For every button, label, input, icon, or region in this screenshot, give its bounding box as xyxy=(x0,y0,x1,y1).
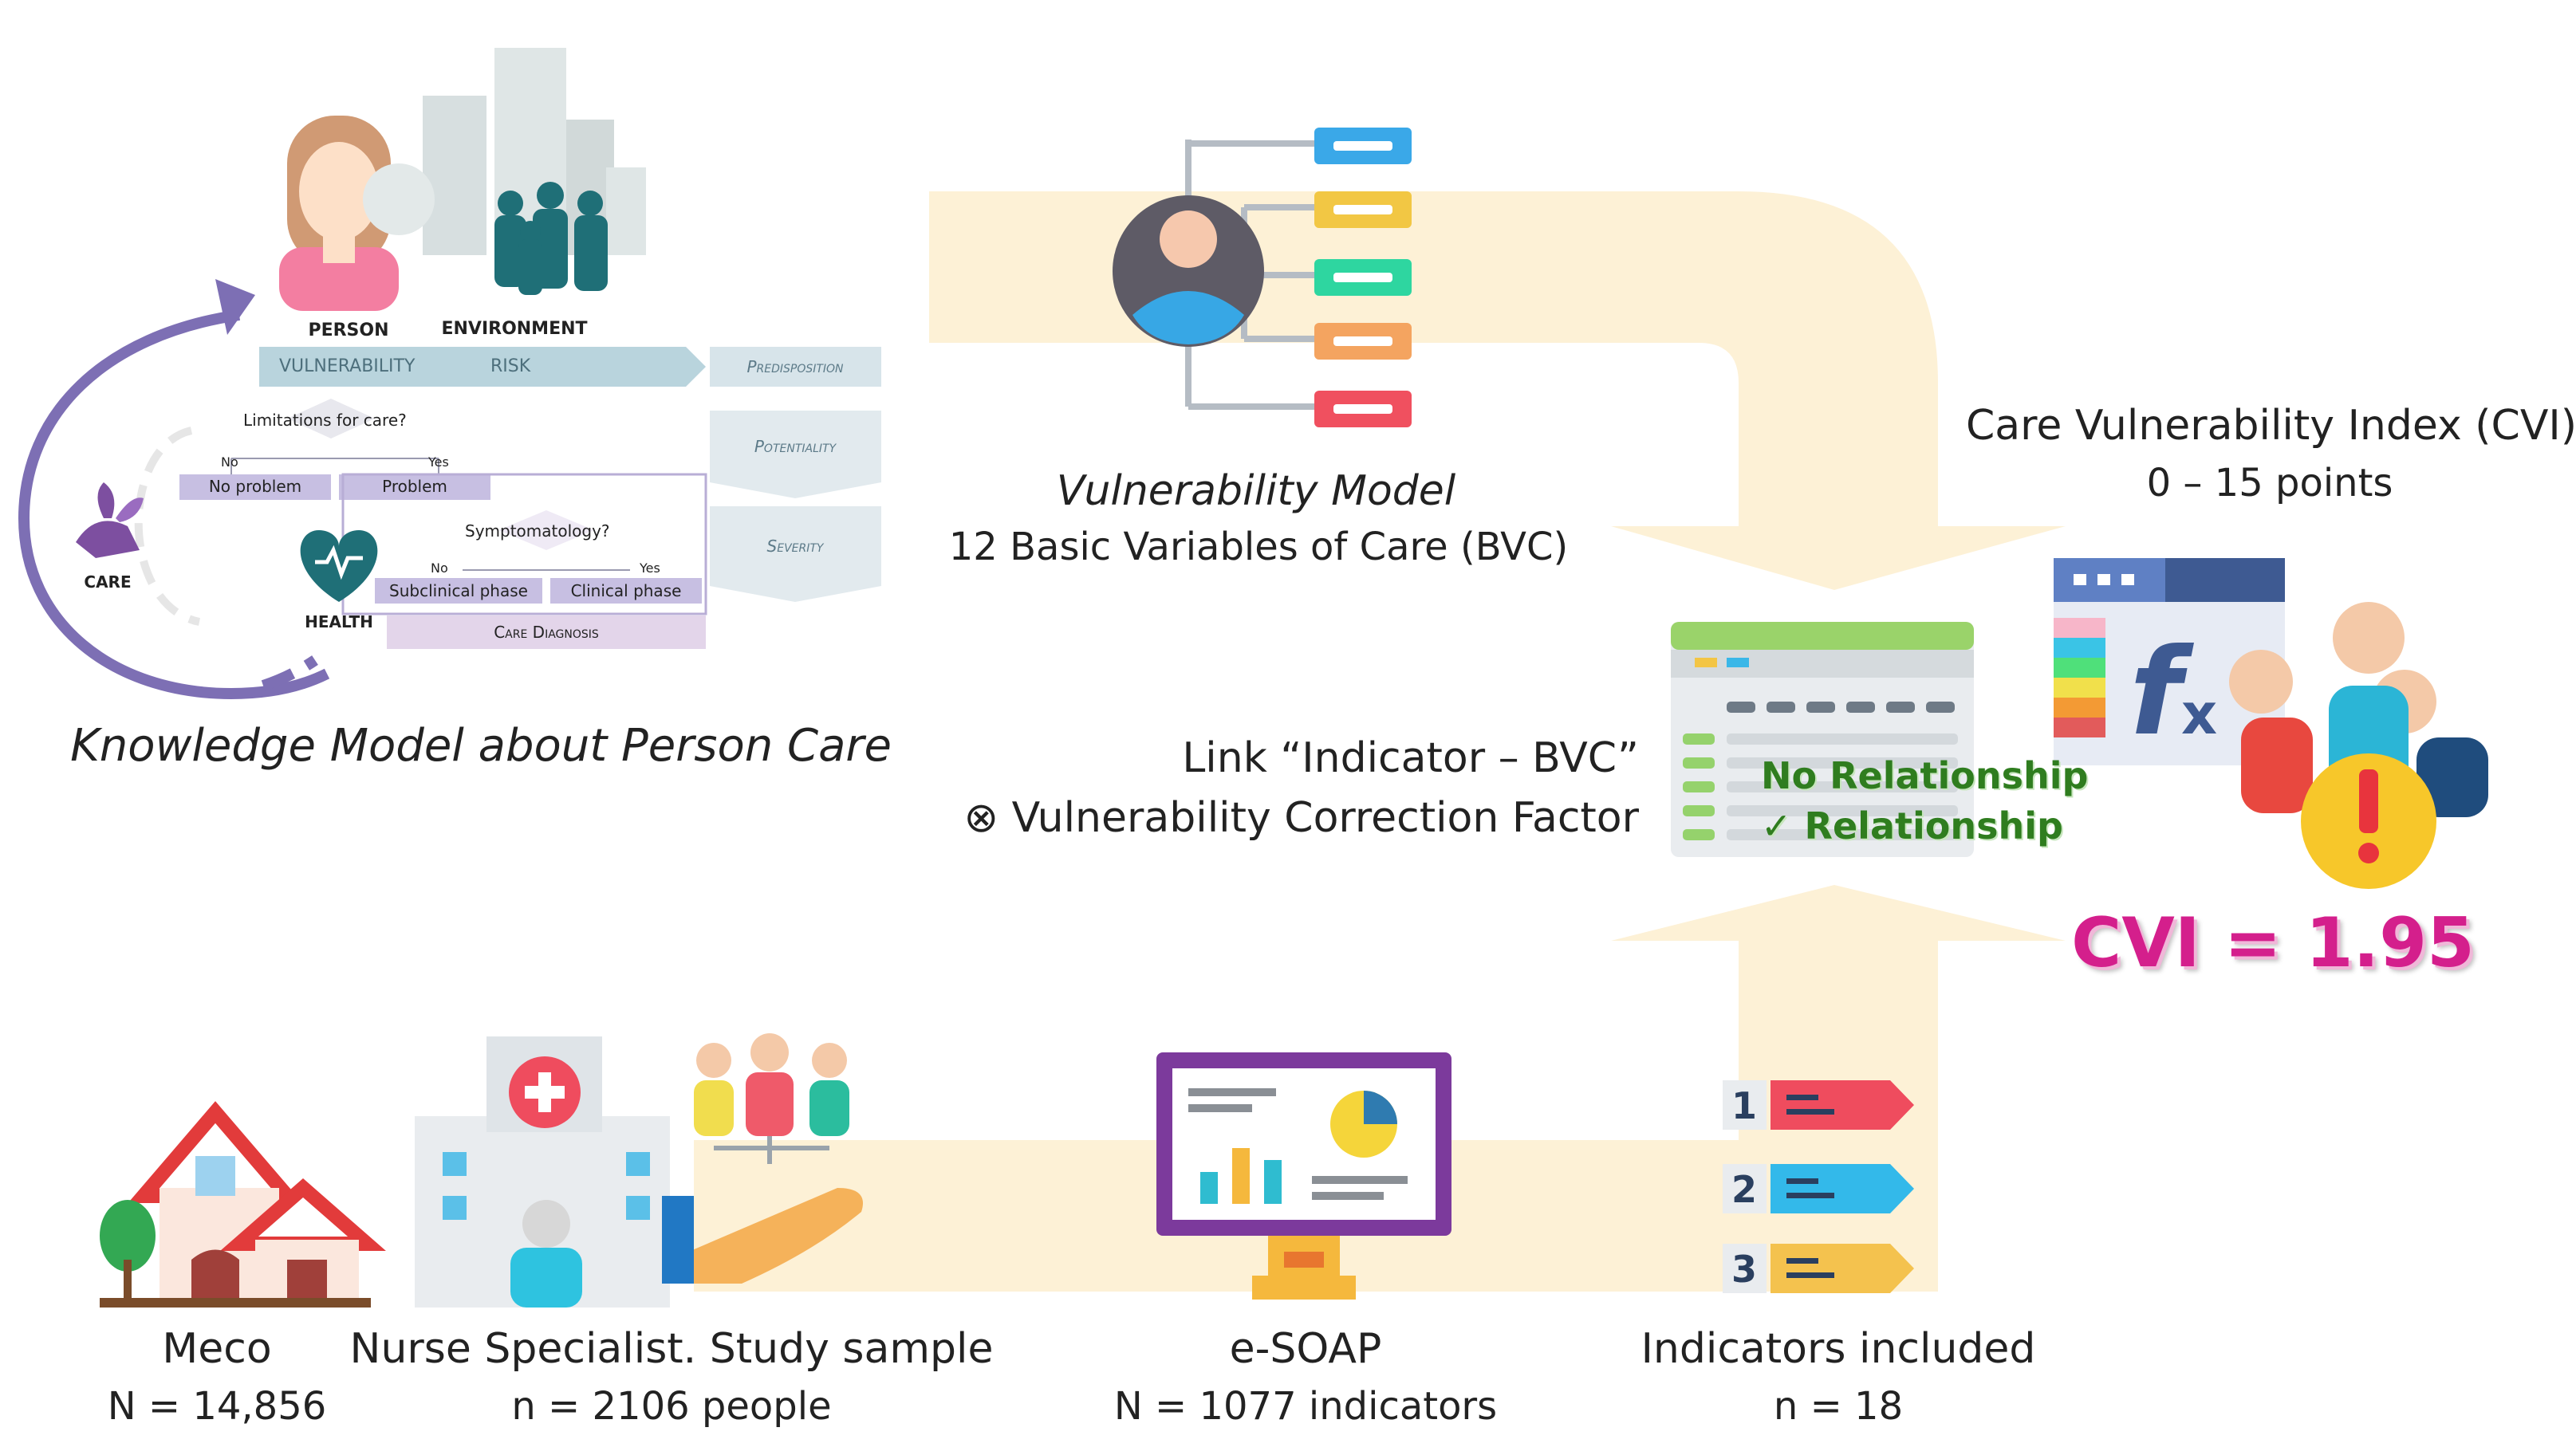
cycle-arrow xyxy=(18,309,330,700)
monitor-icon xyxy=(1156,1052,1451,1300)
indicator-line xyxy=(1786,1258,1818,1264)
no-problem-box xyxy=(179,474,331,500)
no-label-1: No xyxy=(221,454,238,470)
svg-text:x: x xyxy=(2181,682,2217,747)
potentiality-box xyxy=(710,411,881,498)
indicator-bar xyxy=(1771,1080,1914,1130)
indicator-number: 3 xyxy=(1731,1248,1757,1291)
cvi-icon: f x xyxy=(2054,558,2488,889)
predisposition-label: Predisposition xyxy=(746,357,844,376)
symptomatology-diamond xyxy=(498,510,594,550)
indicators-label: Indicators included xyxy=(1641,1325,2036,1373)
indicator-number-bg xyxy=(1723,1164,1767,1213)
indicator-bar xyxy=(1771,1164,1914,1213)
indicator-number: 1 xyxy=(1731,1084,1757,1127)
clinical-box xyxy=(550,578,702,604)
predisposition-box xyxy=(710,347,881,387)
subclinical-box xyxy=(375,578,542,604)
bvc-boxes xyxy=(1314,128,1412,427)
subclinical-label: Subclinical phase xyxy=(389,581,528,600)
care-icon xyxy=(76,482,144,558)
bvc-box-line xyxy=(1333,336,1392,346)
meco-count: N = 14,856 xyxy=(107,1384,327,1429)
vulnerability-label: VULNERABILITY xyxy=(279,356,416,376)
vulnerability-model-icon xyxy=(1113,128,1412,427)
meco-label: Meco xyxy=(162,1325,272,1373)
nurse-label: Nurse Specialist. Study sample xyxy=(349,1325,994,1373)
vulnerability-model-title: Vulnerability Model xyxy=(1056,467,1456,515)
relationship-label: ✓ Relationship xyxy=(1761,804,2063,847)
limitations-label: Limitations for care? xyxy=(243,411,407,430)
knowledge-model xyxy=(18,48,881,700)
indicator-line xyxy=(1786,1193,1834,1198)
person-icon xyxy=(279,116,399,311)
cvi-range: 0 – 15 points xyxy=(2146,461,2393,505)
indicators-count: n = 18 xyxy=(1773,1384,1904,1429)
nurse-count: n = 2106 people xyxy=(511,1384,832,1429)
health-label: HEALTH xyxy=(305,612,373,631)
vulnerability-model-subtitle: 12 Basic Variables of Care (BVC) xyxy=(948,525,1569,569)
indicator-line xyxy=(1786,1109,1834,1115)
potentiality-label: Potentiality xyxy=(754,437,837,456)
cvi-value: CVI = 1.95 xyxy=(2071,903,2475,983)
indicator-line xyxy=(1786,1095,1818,1100)
cycle-arrow-dash xyxy=(261,655,318,691)
esoap-label: e-SOAP xyxy=(1229,1325,1382,1373)
care-diagnosis-label: Care Diagnosis xyxy=(494,623,599,642)
person-label: PERSON xyxy=(308,320,389,340)
indicator-line xyxy=(1786,1272,1834,1278)
yes-label-1: Yes xyxy=(428,454,449,470)
indicator-number-bg xyxy=(1723,1080,1767,1130)
no-relationship-label: No Relationship xyxy=(1761,754,2089,797)
indicators-list-icon: 1 2 3 xyxy=(1723,1080,1914,1293)
risk-label: RISK xyxy=(490,356,531,376)
severity-box xyxy=(710,506,881,602)
bvc-box-line xyxy=(1333,141,1392,151)
cycle-arrow-head xyxy=(215,279,255,335)
environment-icon xyxy=(363,48,646,295)
problem-box xyxy=(339,474,490,500)
care-label: CARE xyxy=(84,572,132,592)
severity-label: Severity xyxy=(766,537,824,556)
indicator-number: 2 xyxy=(1731,1168,1757,1211)
vulnerability-correction-factor: ⊗ Vulnerability Correction Factor xyxy=(963,794,1640,842)
vulnerability-band xyxy=(259,347,706,387)
esoap-count: N = 1077 indicators xyxy=(1113,1384,1498,1429)
problem-label: Problem xyxy=(382,477,447,496)
no-label-2: No xyxy=(431,560,448,576)
no-problem-label: No problem xyxy=(208,477,302,496)
people-hand-icon xyxy=(662,1033,863,1284)
hospital-icon xyxy=(415,1036,670,1308)
link-table-icon xyxy=(1671,622,1974,857)
bvc-box-line xyxy=(1333,404,1392,414)
cvi-title: Care Vulnerability Index (CVI) xyxy=(1965,402,2576,450)
environment-label: ENVIRONMENT xyxy=(441,319,588,339)
bvc-box-line xyxy=(1333,205,1392,214)
bvc-box-line xyxy=(1333,273,1392,282)
indicator-number-bg xyxy=(1723,1244,1767,1293)
link-indicator-bvc: Link “Indicator – BVC” xyxy=(1182,734,1639,782)
limitations-diamond xyxy=(287,399,375,438)
inner-dashed-arc xyxy=(134,427,201,626)
yes-label-2: Yes xyxy=(640,560,660,576)
indicator-bar xyxy=(1771,1244,1914,1293)
house-icon xyxy=(100,1101,386,1308)
clinical-label: Clinical phase xyxy=(570,581,682,600)
care-diagnosis-box xyxy=(387,615,706,649)
knowledge-model-caption: Knowledge Model about Person Care xyxy=(70,720,892,772)
health-icon xyxy=(300,530,378,602)
symptomatology-label: Symptomatology? xyxy=(465,521,610,541)
indicator-line xyxy=(1786,1178,1818,1184)
